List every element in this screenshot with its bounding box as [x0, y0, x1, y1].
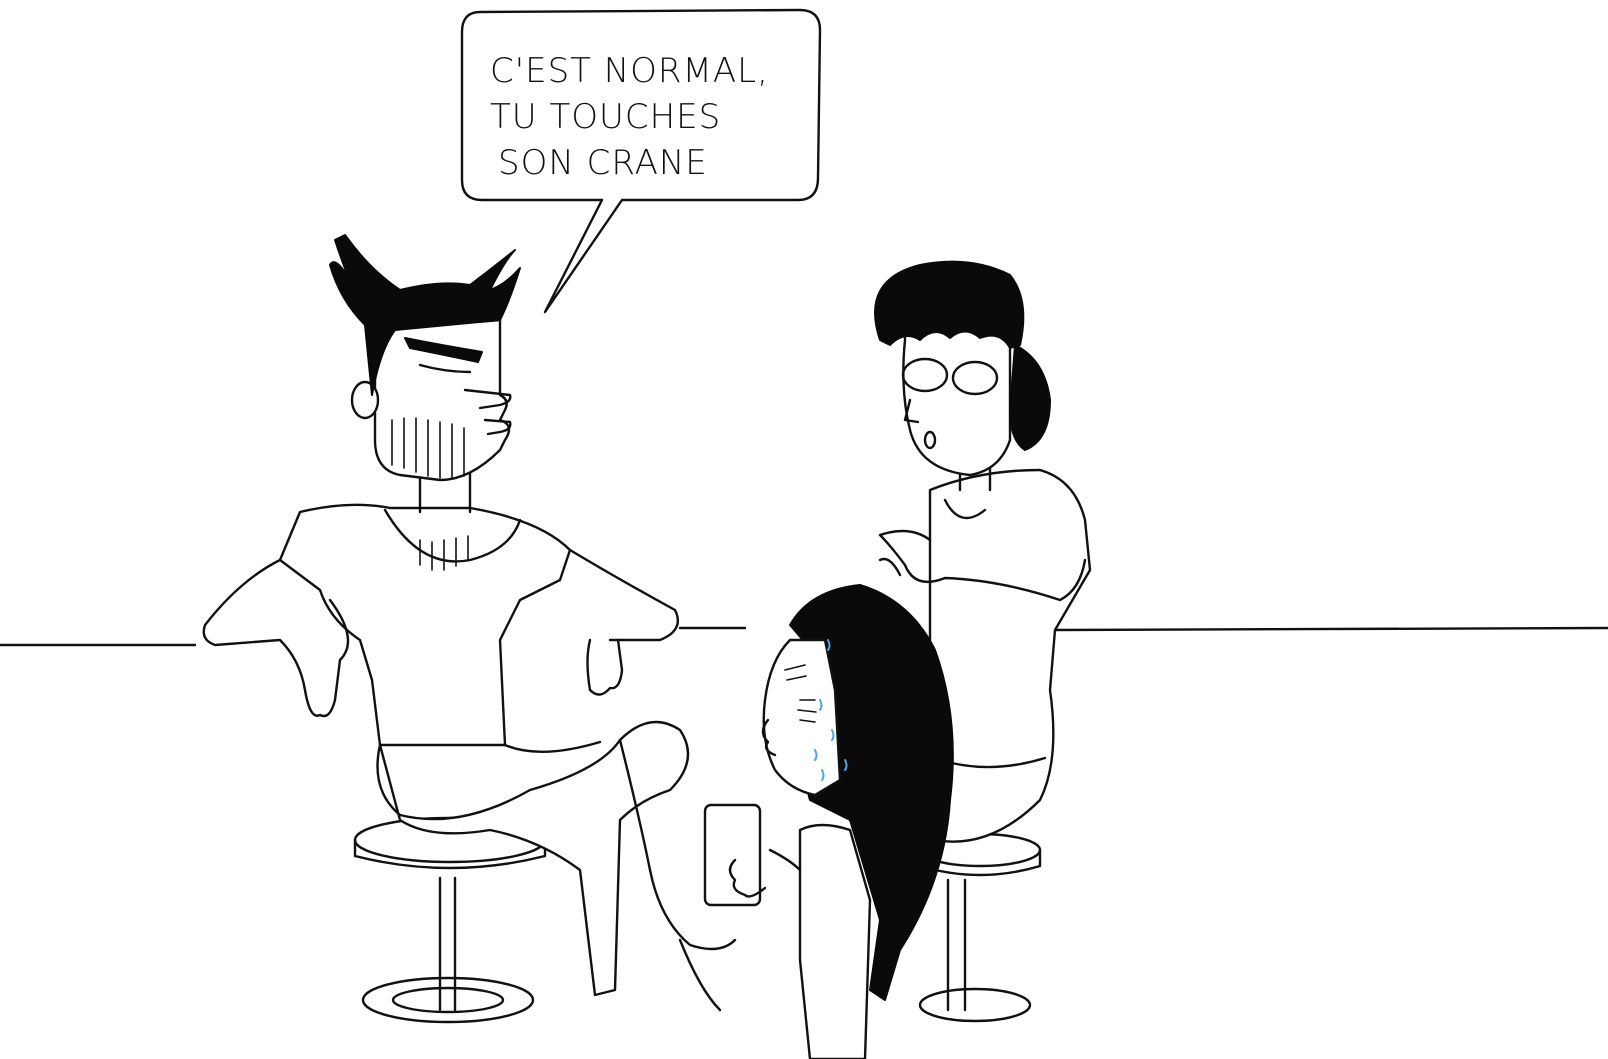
speech-line-2: TU TOUCHES	[490, 97, 721, 137]
stool-left	[353, 816, 547, 1024]
speech-line-3: SON CRANE	[498, 143, 708, 183]
speech-bubble: C'EST NORMAL, TU TOUCHES SON CRANE	[460, 8, 822, 314]
man-character	[202, 234, 737, 1012]
girl-character	[703, 584, 954, 1059]
counter-line	[0, 626, 1608, 647]
speech-line-1: C'EST NORMAL,	[490, 51, 769, 91]
woman-character	[874, 260, 1092, 843]
